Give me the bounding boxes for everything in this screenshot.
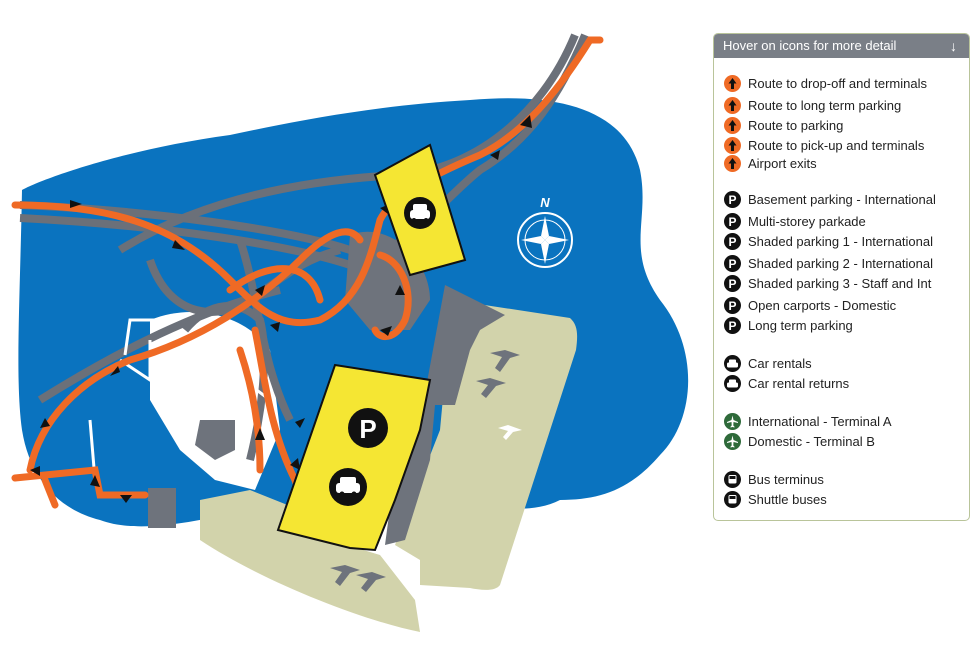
legend-label: Basement parking - International (748, 191, 936, 207)
legend-label: Shaded parking 1 - International (748, 233, 934, 249)
bus-terminus-building (148, 488, 176, 528)
svg-text:P: P (728, 319, 736, 333)
legend-item-route-dropoff[interactable]: Route to drop-off and terminals (724, 74, 927, 92)
down-arrow-icon[interactable]: ↓ (950, 38, 957, 54)
plane-icon (724, 432, 741, 450)
arrow-up-icon (724, 116, 741, 134)
legend-item-route-long-term[interactable]: Route to long term parking (724, 96, 901, 114)
legend-label: Shaded parking 2 - International (748, 255, 934, 271)
svg-text:P: P (359, 414, 376, 444)
arrow-up-icon (724, 136, 741, 154)
legend-item-multi-storey[interactable]: P Multi-storey parkade (724, 212, 866, 230)
svg-text:P: P (728, 193, 736, 207)
bus-icon (724, 490, 741, 508)
legend-label: Long term parking (748, 317, 853, 333)
legend-label: Shuttle buses (748, 491, 827, 507)
car-rental-return-badge[interactable] (404, 197, 436, 229)
legend-label: Route to drop-off and terminals (748, 75, 927, 91)
parking-icon: P (724, 190, 741, 208)
legend-label: Multi-storey parkade (748, 213, 866, 229)
parking-icon: P (724, 296, 741, 314)
legend-item-bus-terminus[interactable]: Bus terminus (724, 470, 824, 488)
legend-item-terminal-b[interactable]: Domestic - Terminal B (724, 432, 875, 450)
legend-header: Hover on icons for more detail ↓ (714, 34, 969, 58)
legend-label: Route to long term parking (748, 97, 902, 113)
arrow-up-icon (724, 96, 741, 114)
legend-item-terminal-a[interactable]: International - Terminal A (724, 412, 892, 430)
parking-icon: P (724, 212, 741, 230)
parking-icon: P (724, 274, 741, 292)
legend-label: Shaded parking 3 - Staff and Int (748, 275, 932, 291)
arrow-up-icon (724, 74, 741, 92)
legend-item-car-returns[interactable]: Car rental returns (724, 374, 849, 392)
legend-label: Open carports - Domestic (748, 297, 897, 313)
legend-item-long-term[interactable]: P Long term parking (724, 316, 853, 334)
bus-icon (724, 470, 741, 488)
svg-text:P: P (728, 235, 736, 249)
legend-label: International - Terminal A (748, 413, 892, 429)
compass-rose: N (517, 195, 573, 268)
legend-item-shaded-3[interactable]: P Shaded parking 3 - Staff and Int (724, 274, 931, 292)
airside-apron-south (200, 490, 420, 632)
legend-item-shuttle-buses[interactable]: Shuttle buses (724, 490, 827, 508)
legend-item-route-parking[interactable]: Route to parking (724, 116, 843, 134)
svg-text:P: P (728, 277, 736, 291)
legend-item-airport-exits[interactable]: Airport exits (724, 154, 817, 172)
legend-label: Route to parking (748, 117, 844, 133)
airside-apron (395, 300, 578, 590)
legend-label: Domestic - Terminal B (748, 433, 875, 449)
legend-label: Airport exits (748, 155, 817, 171)
legend-item-basement-parking[interactable]: P Basement parking - International (724, 190, 936, 208)
svg-text:P: P (728, 215, 736, 229)
legend-label: Car rental returns (748, 375, 850, 391)
plane-icon (498, 425, 522, 440)
svg-text:N: N (540, 195, 550, 210)
legend-item-open-carports[interactable]: P Open carports - Domestic (724, 296, 896, 314)
legend-label: Route to pick-up and terminals (748, 137, 925, 153)
legend-item-route-pickup[interactable]: Route to pick-up and terminals (724, 136, 924, 154)
small-building (195, 420, 235, 460)
parking-icon: P (724, 316, 741, 334)
terminal-building (385, 285, 505, 545)
legend-item-shaded-2[interactable]: P Shaded parking 2 - International (724, 254, 933, 272)
parking-badge[interactable]: P (348, 408, 388, 448)
svg-text:P: P (728, 257, 736, 271)
multi-storey-parkade[interactable] (276, 363, 432, 552)
car-icon (724, 354, 741, 372)
legend-header-text: Hover on icons for more detail (723, 38, 897, 53)
airport-map: P N (11, 33, 689, 632)
landside-area (150, 311, 280, 490)
arrow-up-icon (724, 154, 741, 172)
map-legend: Hover on icons for more detail ↓ Route t… (713, 33, 970, 521)
plane-icon (724, 412, 741, 430)
parking-icon: P (724, 254, 741, 272)
svg-text:P: P (728, 299, 736, 313)
legend-label: Bus terminus (748, 471, 824, 487)
aircraft-silhouettes (330, 350, 520, 592)
legend-item-car-rentals[interactable]: Car rentals (724, 354, 812, 372)
car-icon (724, 374, 741, 392)
car-rental-badge[interactable] (329, 468, 367, 506)
parking-icon: P (724, 232, 741, 250)
legend-item-shaded-1[interactable]: P Shaded parking 1 - International (724, 232, 933, 250)
legend-label: Car rentals (748, 355, 812, 371)
